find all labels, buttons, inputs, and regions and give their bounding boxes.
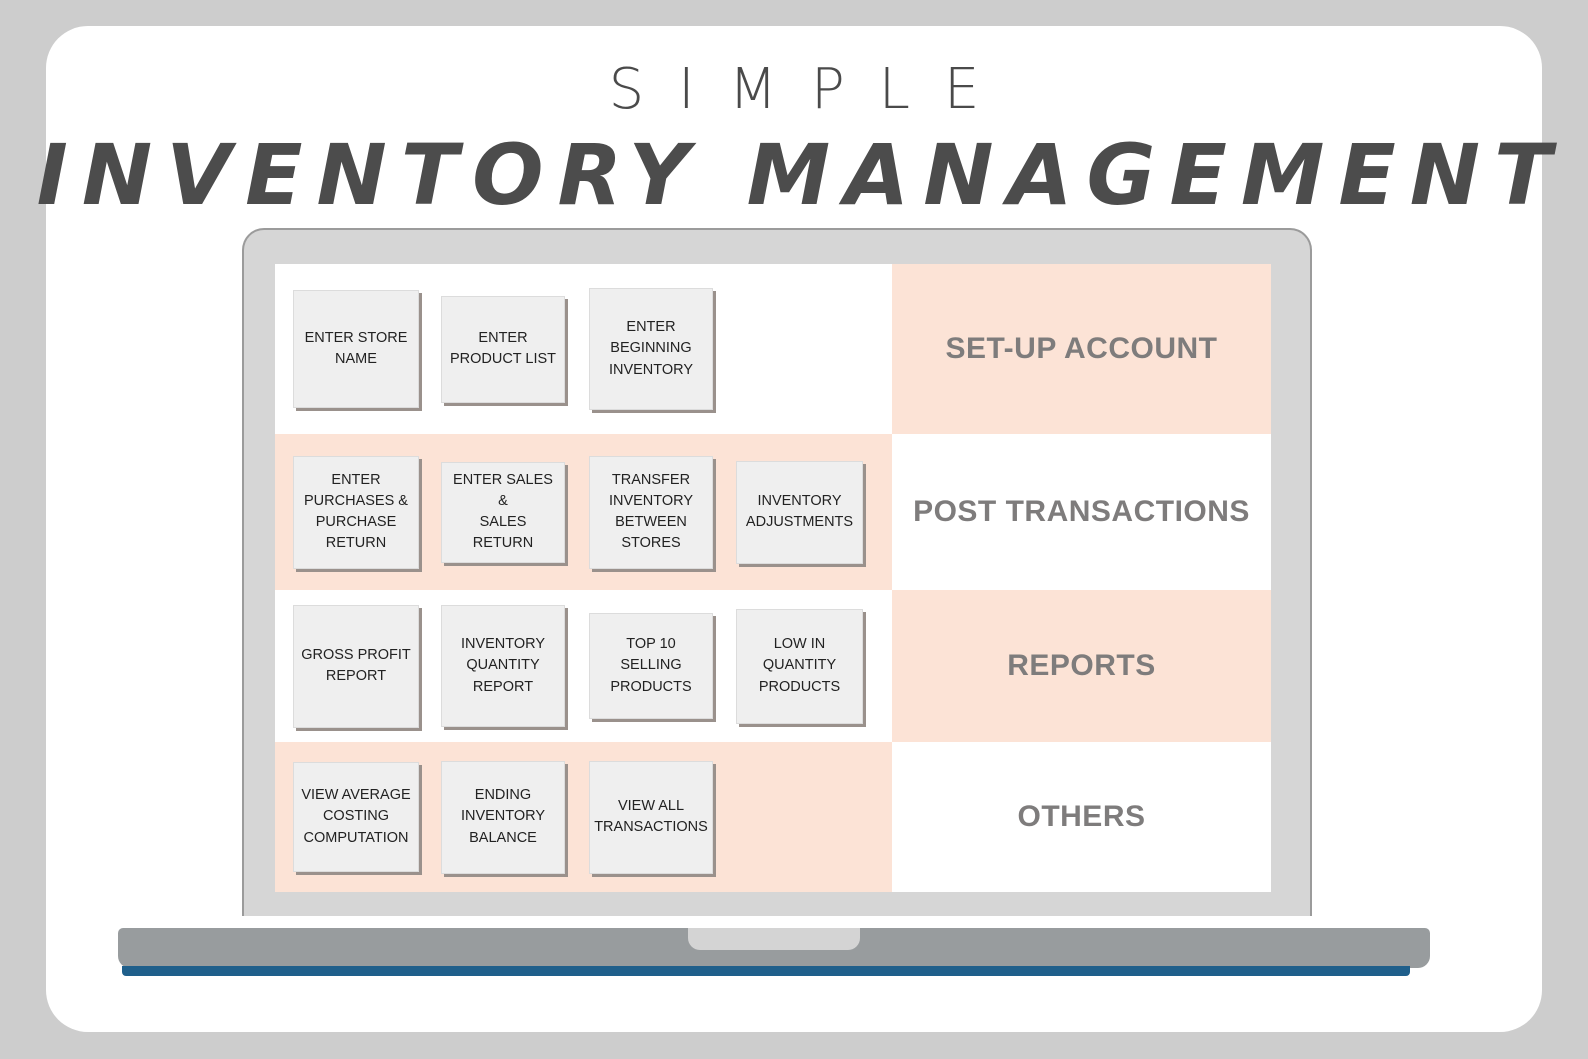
laptop-base-notch <box>688 928 860 950</box>
section-label-post-transactions: POST TRANSACTIONS <box>892 434 1271 590</box>
section-buttons-post-transactions: ENTER PURCHASES & PURCHASE RETURN ENTER … <box>275 434 892 590</box>
laptop-foot-strip <box>122 966 1410 976</box>
section-label-reports: REPORTS <box>892 590 1271 742</box>
button-label: ENTER STORE NAME <box>304 329 408 367</box>
button-label: ENTER PRODUCT LIST <box>449 329 557 367</box>
button-label: ENTER PURCHASES & PURCHASE RETURN <box>304 471 408 552</box>
button-label: ENTER SALES & SALES RETURN <box>453 471 553 552</box>
button-enter-sales-and-sales-return[interactable]: ENTER SALES & SALES RETURN <box>441 461 565 563</box>
section-label-others: OTHERS <box>892 742 1271 892</box>
button-enter-beginning-inventory[interactable]: ENTER BEGINNING INVENTORY <box>589 288 713 410</box>
section-label-text: OTHERS <box>1017 800 1146 833</box>
button-label: VIEW ALL TRANSACTIONS <box>594 797 708 835</box>
section-row-set-up-account: ENTER STORE NAME ENTER PRODUCT LIST ENTE… <box>275 264 1271 434</box>
button-label: GROSS PROFIT REPORT <box>301 646 411 684</box>
button-top-10-selling-products[interactable]: TOP 10 SELLING PRODUCTS <box>589 613 713 719</box>
button-label: ENTER BEGINNING INVENTORY <box>608 319 694 378</box>
section-buttons-set-up-account: ENTER STORE NAME ENTER PRODUCT LIST ENTE… <box>275 264 892 434</box>
page-title: INVENTORY MANAGEMENT <box>36 126 1566 224</box>
button-label: INVENTORY ADJUSTMENTS <box>745 492 854 530</box>
section-label-text: SET-UP ACCOUNT <box>945 332 1218 365</box>
section-row-reports: GROSS PROFIT REPORT INVENTORY QUANTITY R… <box>275 590 1271 742</box>
button-label: TOP 10 SELLING PRODUCTS <box>610 636 692 695</box>
button-enter-store-name[interactable]: ENTER STORE NAME <box>293 290 419 408</box>
button-label: LOW IN QUANTITY PRODUCTS <box>758 636 841 695</box>
section-buttons-reports: GROSS PROFIT REPORT INVENTORY QUANTITY R… <box>275 590 892 742</box>
section-row-others: VIEW AVERAGE COSTING COMPUTATION ENDING … <box>275 742 1271 892</box>
button-view-all-transactions[interactable]: VIEW ALL TRANSACTIONS <box>589 760 713 874</box>
button-inventory-quantity-report[interactable]: INVENTORY QUANTITY REPORT <box>441 605 565 727</box>
button-label: TRANSFER INVENTORY BETWEEN STORES <box>608 471 694 552</box>
section-row-post-transactions: ENTER PURCHASES & PURCHASE RETURN ENTER … <box>275 434 1271 590</box>
button-enter-product-list[interactable]: ENTER PRODUCT LIST <box>441 295 565 403</box>
section-label-set-up-account: SET-UP ACCOUNT <box>892 264 1271 434</box>
button-label: VIEW AVERAGE COSTING COMPUTATION <box>301 787 411 846</box>
section-label-text: POST TRANSACTIONS <box>913 495 1250 528</box>
title-simple: SIMPLE <box>608 57 1014 122</box>
laptop-screen: ENTER STORE NAME ENTER PRODUCT LIST ENTE… <box>275 264 1271 892</box>
button-label: INVENTORY QUANTITY REPORT <box>460 636 546 695</box>
button-low-in-quantity-products[interactable]: LOW IN QUANTITY PRODUCTS <box>736 608 863 724</box>
button-gross-profit-report[interactable]: GROSS PROFIT REPORT <box>293 604 419 728</box>
button-view-average-costing-computation[interactable]: VIEW AVERAGE COSTING COMPUTATION <box>293 762 419 872</box>
section-buttons-others: VIEW AVERAGE COSTING COMPUTATION ENDING … <box>275 742 892 892</box>
button-inventory-adjustments[interactable]: INVENTORY ADJUSTMENTS <box>736 460 863 564</box>
button-label: ENDING INVENTORY BALANCE <box>460 787 546 846</box>
button-transfer-inventory-between-stores[interactable]: TRANSFER INVENTORY BETWEEN STORES <box>589 455 713 569</box>
section-label-text: REPORTS <box>1007 649 1156 682</box>
button-enter-purchases-and-purchase-return[interactable]: ENTER PURCHASES & PURCHASE RETURN <box>293 455 419 569</box>
button-ending-inventory-balance[interactable]: ENDING INVENTORY BALANCE <box>441 760 565 874</box>
